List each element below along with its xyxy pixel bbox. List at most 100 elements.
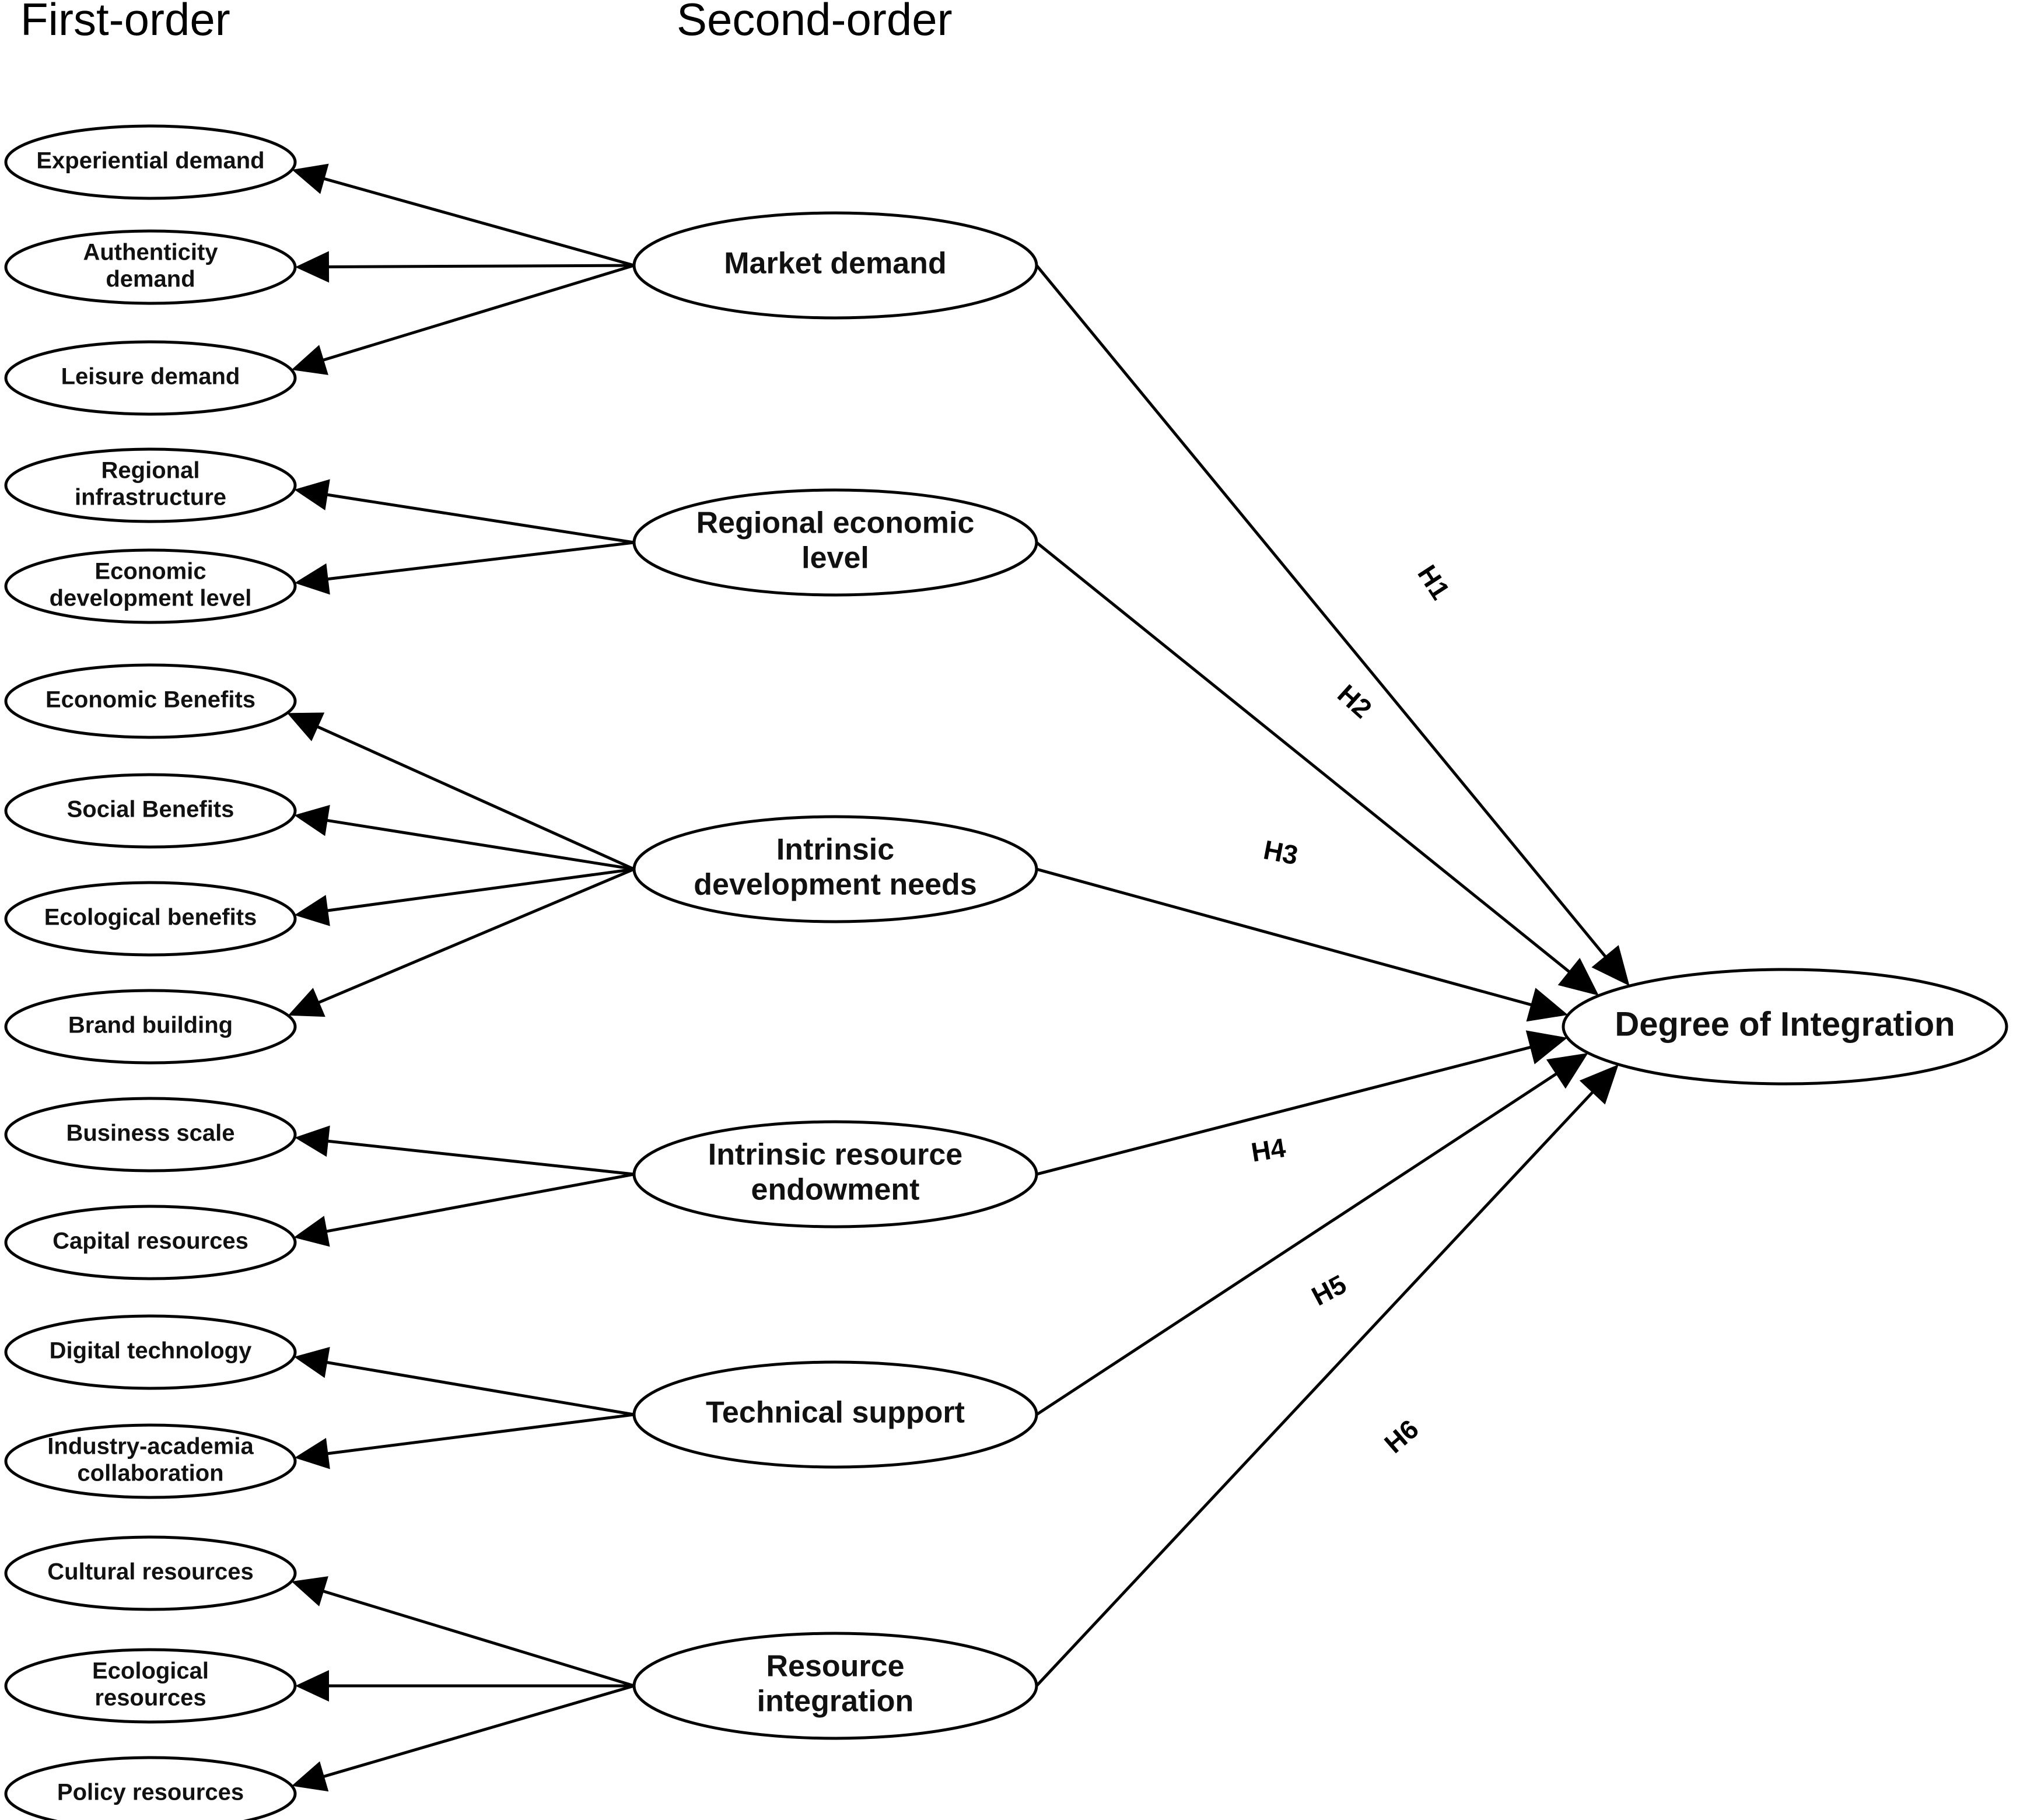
second-order-ellipse[interactable] — [632, 488, 1038, 597]
node-business-scale[interactable]: Business scale — [4, 1097, 297, 1172]
node-label-ecological-benefits: Ecological benefits — [44, 905, 257, 930]
first-order-ellipse[interactable] — [4, 548, 297, 624]
first-order-ellipse[interactable] — [4, 340, 297, 416]
edge-market-demand-to-authenticity-demand-arrowhead — [295, 251, 330, 283]
edge-intrinsic-development-needs-to-ecological-benefits-line — [324, 867, 635, 913]
edge-regional-economic-level-to-regional-infrastructure-arrowhead — [294, 479, 330, 510]
heading-first-order: First-order — [20, 0, 230, 45]
node-label-regional-economic-level: level — [801, 541, 869, 575]
node-market-demand[interactable]: Market demand — [632, 211, 1038, 320]
node-label-ecological-resources: resources — [94, 1685, 206, 1711]
second-order-ellipse[interactable] — [632, 1120, 1038, 1228]
first-order-ellipse[interactable] — [4, 1423, 297, 1499]
edge-intrinsic-resource-endowment-to-degree-of-integration — [1036, 1030, 1568, 1176]
edge-technical-support-to-digital-technology-line — [323, 1360, 635, 1416]
edge-resource-integration-to-policy-resources — [292, 1684, 635, 1792]
first-order-ellipse[interactable] — [4, 1205, 297, 1280]
first-order-ellipse[interactable] — [4, 663, 297, 739]
node-label-technical-support: Technical support — [706, 1396, 965, 1430]
second-order-ellipse[interactable] — [632, 815, 1038, 923]
first-order-ellipse[interactable] — [4, 124, 297, 200]
outcome-ellipse[interactable] — [1562, 968, 2008, 1086]
node-degree-of-integration[interactable]: Degree of Integration — [1562, 968, 2008, 1086]
second-order-ellipse[interactable] — [632, 1360, 1038, 1469]
first-order-ellipse[interactable] — [4, 1535, 297, 1611]
node-ecological-benefits[interactable]: Ecological benefits — [4, 881, 297, 957]
first-order-ellipse[interactable] — [4, 229, 297, 305]
node-label-cultural-resources: Cultural resources — [47, 1559, 253, 1585]
node-cultural-resources[interactable]: Cultural resources — [4, 1535, 297, 1611]
edge-resource-integration-to-policy-resources-arrowhead — [292, 1761, 329, 1792]
edge-regional-economic-level-to-regional-infrastructure-line — [324, 492, 635, 544]
node-label-intrinsic-resource-endowment: Intrinsic resource — [708, 1138, 962, 1172]
node-brand-building[interactable]: Brand building — [4, 989, 297, 1065]
first-order-ellipse[interactable] — [4, 1314, 297, 1390]
first-order-ellipse[interactable] — [4, 881, 297, 957]
edge-market-demand-to-leisure-demand-line — [320, 264, 635, 363]
node-label-experiential-demand: Experiential demand — [36, 148, 264, 174]
edge-intrinsic-development-needs-to-degree-of-integration-line — [1036, 867, 1535, 1007]
node-label-policy-resources: Policy resources — [57, 1780, 244, 1805]
node-experiential-demand[interactable]: Experiential demand — [4, 124, 297, 200]
edge-regional-economic-level-to-economic-development-level-line — [324, 541, 635, 581]
node-social-benefits[interactable]: Social Benefits — [4, 773, 297, 849]
edge-technical-support-to-degree-of-integration-arrowhead — [1546, 1053, 1588, 1089]
first-order-ellipse[interactable] — [4, 1648, 297, 1724]
node-label-degree-of-integration: Degree of Integration — [1615, 1005, 1955, 1043]
node-leisure-demand[interactable]: Leisure demand — [4, 340, 297, 416]
node-capital-resources[interactable]: Capital resources — [4, 1205, 297, 1280]
node-label-brand-building: Brand building — [68, 1013, 233, 1038]
edge-intrinsic-resource-endowment-to-capital-resources — [293, 1172, 635, 1247]
first-order-ellipse[interactable] — [4, 1756, 297, 1820]
edge-market-demand-to-experiential-demand-line — [320, 176, 635, 267]
second-order-ellipse[interactable] — [632, 1632, 1038, 1740]
node-label-capital-resources: Capital resources — [52, 1228, 248, 1254]
edge-resource-integration-to-policy-resources-line — [320, 1684, 635, 1779]
node-label-business-scale: Business scale — [66, 1121, 234, 1146]
edge-market-demand-to-leisure-demand-arrowhead — [291, 345, 328, 375]
edge-resource-integration-to-cultural-resources — [291, 1576, 635, 1688]
edge-market-demand-to-authenticity-demand — [295, 251, 635, 283]
edge-market-demand-to-experiential-demand-arrowhead — [292, 163, 329, 194]
edge-intrinsic-development-needs-to-economic-benefits-arrowhead — [287, 712, 325, 741]
hypothesis-label-h6: H6 — [1378, 1413, 1424, 1459]
second-order-ellipse[interactable] — [632, 211, 1038, 320]
first-order-ellipse[interactable] — [4, 447, 297, 523]
node-label-authenticity-demand: demand — [106, 267, 195, 292]
node-label-ecological-resources: Ecological — [92, 1658, 209, 1684]
edge-intrinsic-resource-endowment-to-capital-resources-line — [323, 1172, 635, 1234]
node-technical-support[interactable]: Technical support — [632, 1360, 1038, 1469]
node-label-regional-infrastructure: Regional — [101, 458, 200, 484]
node-label-regional-infrastructure: infrastructure — [75, 485, 226, 510]
edge-market-demand-to-degree-of-integration — [1035, 264, 1630, 986]
edge-intrinsic-development-needs-to-social-benefits — [294, 804, 635, 871]
node-label-digital-technology: Digital technology — [50, 1338, 252, 1364]
first-order-ellipse[interactable] — [4, 989, 297, 1065]
node-digital-technology[interactable]: Digital technology — [4, 1314, 297, 1390]
node-label-authenticity-demand: Authenticity — [83, 240, 218, 265]
node-label-intrinsic-development-needs: development needs — [694, 868, 976, 902]
edge-intrinsic-development-needs-to-brand-building-line — [315, 867, 635, 1005]
edge-resource-integration-to-degree-of-integration — [1035, 1064, 1619, 1687]
first-order-ellipse[interactable] — [4, 1097, 297, 1172]
edge-intrinsic-development-needs-to-economic-benefits-line — [314, 724, 635, 871]
first-order-ellipse[interactable] — [4, 773, 297, 849]
node-economic-benefits[interactable]: Economic Benefits — [4, 663, 297, 739]
edge-intrinsic-development-needs-to-brand-building — [288, 867, 635, 1017]
node-policy-resources[interactable]: Policy resources — [4, 1756, 297, 1820]
edge-intrinsic-development-needs-to-social-benefits-line — [324, 818, 635, 871]
edge-regional-economic-level-to-economic-development-level-arrowhead — [294, 563, 330, 595]
edge-intrinsic-resource-endowment-to-capital-resources-arrowhead — [293, 1216, 330, 1247]
